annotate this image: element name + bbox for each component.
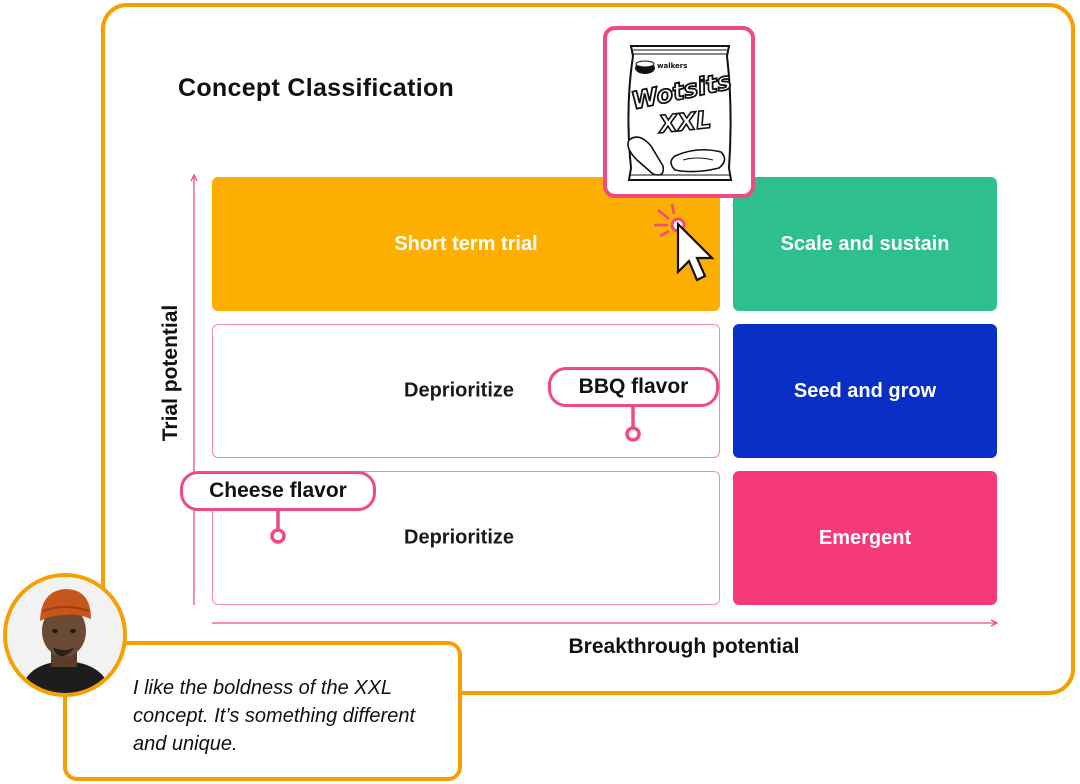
quadrant-label: Seed and grow (793, 379, 937, 402)
testimonial-card (63, 641, 462, 781)
quadrant-seed-and-grow[interactable]: Seed and grow (733, 324, 997, 458)
page-title: Concept Classification (178, 74, 455, 102)
y-axis-label: Trial potential (159, 304, 182, 442)
quadrant-scale-and-sustain[interactable]: Scale and sustain (733, 177, 997, 311)
quadrant-label: Deprioritize (404, 526, 515, 549)
cursor-arrow-icon (676, 221, 715, 282)
quadrant-emergent[interactable]: Emergent (733, 471, 997, 605)
cheese-marker-pin (270, 510, 286, 544)
variant-logo: XXL (656, 106, 713, 140)
click-burst-icon (654, 203, 686, 238)
quadrant-label: Emergent (818, 526, 912, 549)
quadrant-label: Deprioritize (404, 379, 515, 402)
bbq-marker-pin (625, 406, 641, 442)
avatar (3, 573, 127, 697)
quadrant-label: Short term trial (394, 232, 538, 255)
product-card[interactable]: walkers Wotsits XXL (603, 26, 755, 198)
product-bag-image: walkers Wotsits XXL (627, 45, 735, 181)
quadrant-short-term-trial[interactable]: Short term trial (212, 177, 720, 311)
y-axis-arrow (190, 173, 198, 605)
bbq-flavor-marker[interactable]: BBQ flavor (548, 367, 719, 407)
quadrant-deprioritize-low[interactable]: Deprioritize (212, 471, 720, 605)
x-axis-label: Breakthrough potential (568, 635, 800, 658)
quadrant-label: Scale and sustain (780, 232, 950, 255)
svg-text:walkers: walkers (657, 62, 687, 70)
testimonial-quote: I like the boldness of the XXL concept. … (133, 677, 416, 755)
x-axis-arrow (212, 619, 999, 627)
person-portrait (7, 577, 123, 693)
cheese-flavor-marker[interactable]: Cheese flavor (180, 471, 376, 511)
